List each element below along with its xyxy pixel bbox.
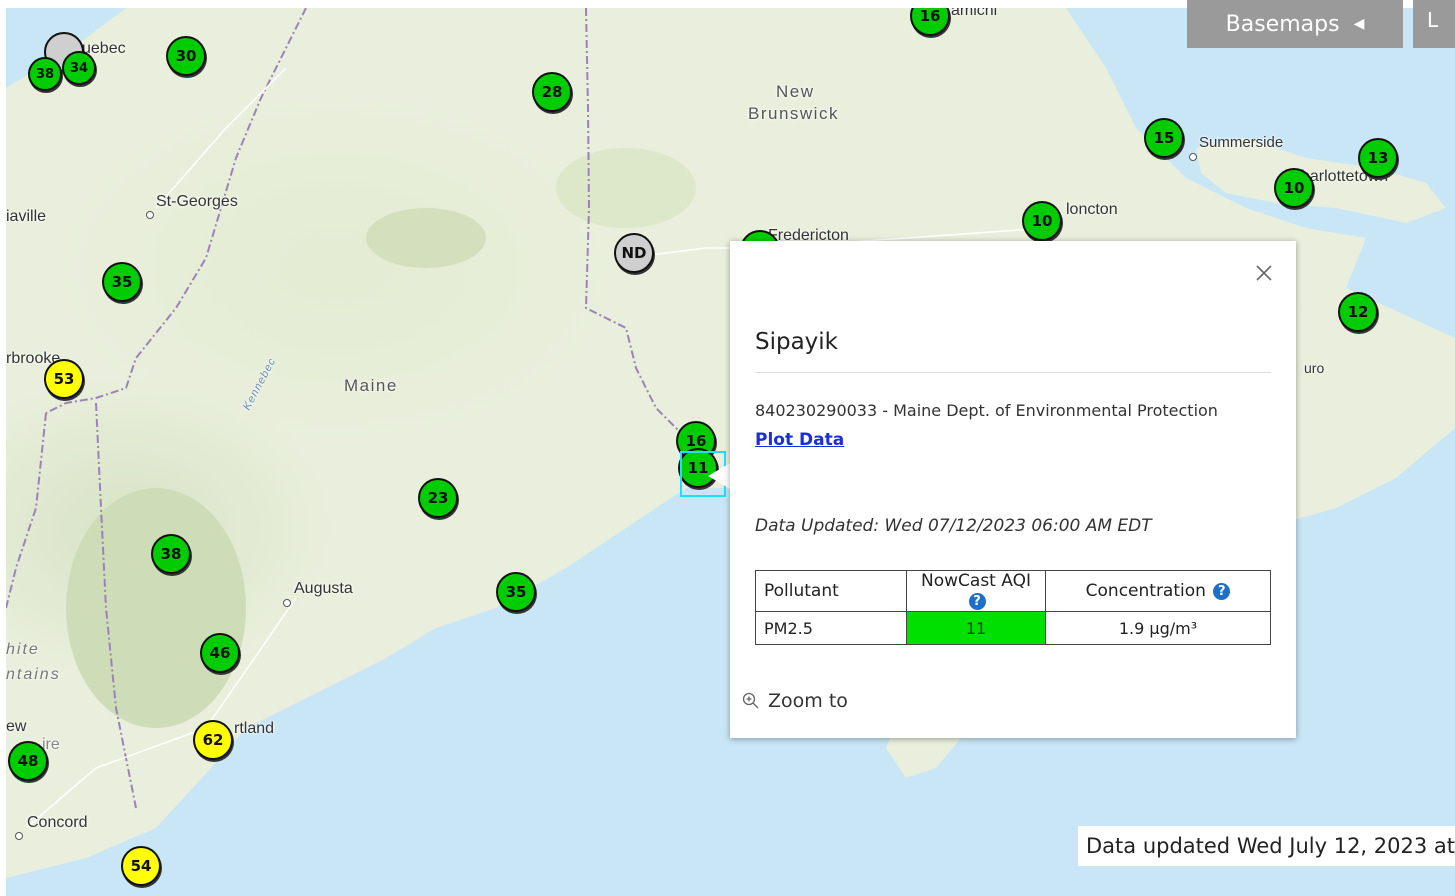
place-portland: rtland	[234, 720, 275, 737]
aqi-marker[interactable]: 46	[200, 633, 240, 673]
aqi-marker[interactable]: 48	[8, 741, 48, 781]
help-icon[interactable]: ?	[1213, 582, 1231, 600]
zoom-to-button[interactable]: Zoom to	[742, 690, 848, 712]
data-updated-text: Data Updated: Wed 07/12/2023 06:00 AM ED…	[755, 516, 1152, 536]
region-new-brunswick-2: Brunswick	[748, 104, 839, 123]
place-augusta: Augusta	[294, 580, 353, 597]
place-hampshire: ire	[42, 736, 60, 753]
help-icon[interactable]: ?	[968, 592, 986, 610]
basemaps-button[interactable]: Basemaps ◀	[1187, 0, 1403, 48]
town-dot	[283, 599, 291, 607]
place-miramichi: amichi	[951, 8, 998, 19]
header-pollutant: Pollutant	[755, 570, 907, 612]
aqi-marker[interactable]: 28	[532, 72, 572, 112]
table-row: PM2.5 11 1.9 μg/m³	[755, 611, 1271, 645]
town-dot	[1189, 153, 1197, 161]
triangle-left-icon: ◀	[1353, 16, 1365, 32]
close-icon[interactable]	[1254, 263, 1274, 283]
aqi-marker[interactable]: 10	[1274, 168, 1314, 208]
table-header-row: Pollutant NowCast AQI ? Concentration ?	[755, 570, 1271, 612]
layers-button[interactable]: L	[1413, 0, 1455, 48]
place-concord: Concord	[27, 814, 88, 831]
place-st-georges: St-Georges	[156, 193, 238, 210]
aqi-marker[interactable]: 15	[1144, 118, 1184, 158]
cell-concentration: 1.9 μg/m³	[1045, 611, 1271, 645]
plot-data-link[interactable]: Plot Data	[755, 430, 845, 450]
zoom-to-label: Zoom to	[768, 690, 848, 712]
data-updated-banner: Data updated Wed July 12, 2023 at	[1078, 826, 1455, 866]
place-white: hite	[6, 641, 40, 658]
header-concentration: Concentration ?	[1045, 570, 1271, 612]
place-quebec: uebec	[82, 40, 126, 57]
town-dot	[15, 832, 23, 840]
place-truro: uro	[1304, 360, 1325, 376]
place-sherbrooke: rbrooke	[6, 350, 61, 367]
aqi-marker[interactable]: 35	[102, 262, 142, 302]
aqi-table: Pollutant NowCast AQI ? Concentration ? …	[755, 570, 1271, 645]
popup-divider	[755, 372, 1271, 373]
layers-label: L	[1427, 8, 1439, 32]
region-new-brunswick-1: New	[776, 82, 815, 101]
aqi-marker[interactable]: 54	[121, 846, 161, 886]
cell-aqi: 11	[906, 611, 1046, 645]
aqi-marker[interactable]: 35	[496, 572, 536, 612]
basemaps-label: Basemaps	[1225, 11, 1340, 37]
place-riaville: iaville	[6, 208, 47, 225]
header-nowcast-aqi: NowCast AQI ?	[906, 570, 1046, 612]
place-moncton: loncton	[1066, 201, 1118, 218]
popup-title: Sipayik	[755, 329, 839, 355]
aqi-marker[interactable]: 53	[44, 359, 84, 399]
aqi-marker[interactable]: 30	[166, 36, 206, 76]
zoom-in-icon	[742, 692, 759, 709]
popup-pointer	[708, 462, 732, 490]
aqi-marker[interactable]: 16	[910, 8, 950, 36]
place-fredericton: Fredericton	[768, 227, 849, 244]
place-summerside: Summerside	[1199, 134, 1284, 151]
place-new: ew	[6, 718, 27, 735]
aqi-marker[interactable]: 23	[418, 478, 458, 518]
aqi-marker[interactable]: 10	[1022, 201, 1062, 241]
aqi-marker[interactable]: 34	[62, 51, 96, 85]
aqi-marker[interactable]: 12	[1338, 292, 1378, 332]
aqi-marker[interactable]: 38	[28, 57, 62, 91]
town-dot	[146, 211, 154, 219]
site-id-agency: 840230290033 - Maine Dept. of Environmen…	[755, 401, 1218, 420]
aqi-marker[interactable]: 38	[151, 534, 191, 574]
station-popup: Sipayik 840230290033 - Maine Dept. of En…	[730, 241, 1296, 738]
aqi-marker[interactable]: 13	[1358, 138, 1398, 178]
aqi-marker[interactable]: 62	[193, 720, 233, 760]
cell-pollutant: PM2.5	[755, 611, 907, 645]
aqi-marker-no-data[interactable]: ND	[614, 233, 654, 273]
region-maine: Maine	[344, 376, 398, 395]
place-mountains: ntains	[6, 666, 61, 683]
